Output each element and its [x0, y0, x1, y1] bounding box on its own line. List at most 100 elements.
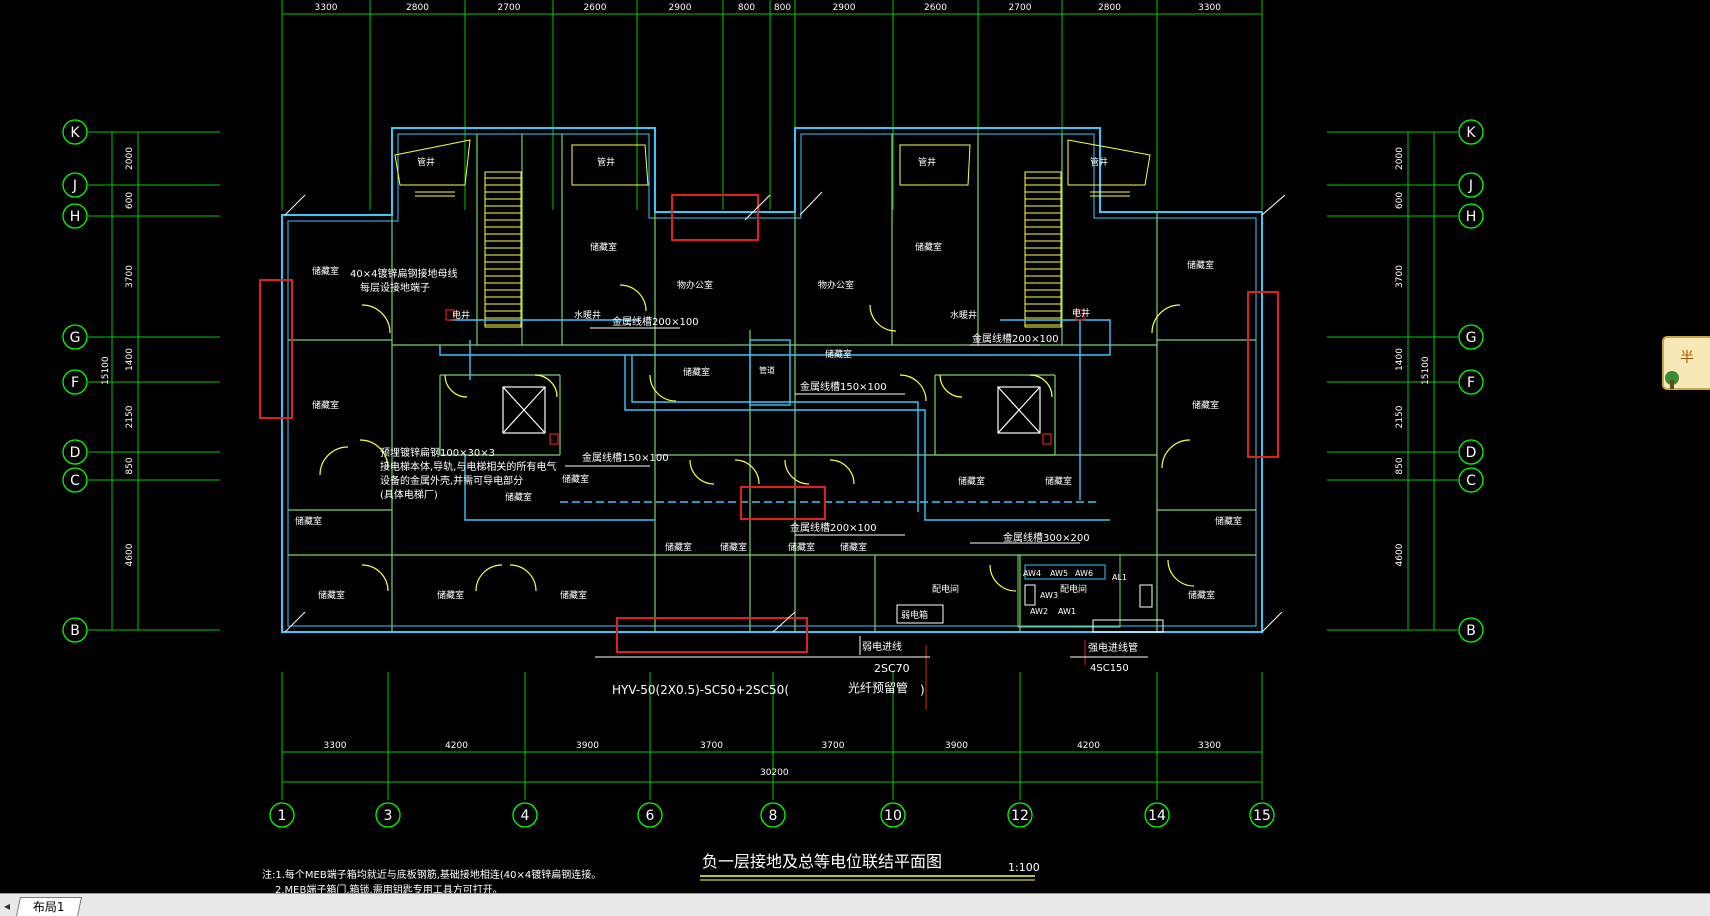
- total-width-dim: 30200: [760, 768, 789, 778]
- row-bubble-right: [1458, 203, 1484, 229]
- right-dim-label: 600: [1395, 192, 1405, 209]
- text-leaders: [565, 327, 1148, 658]
- row-axis-label-right: C: [1466, 473, 1476, 489]
- hyv-label: HYV-50(2X0.5)-SC50+2SC50(: [612, 683, 789, 697]
- row-bubble-left: [62, 119, 88, 145]
- tray-note-3: 金属线槽150×100: [800, 380, 887, 393]
- room-storage-19: 储藏室: [1187, 259, 1214, 271]
- room-shaft-3: 管井: [918, 156, 936, 168]
- row-bubble-left: [62, 467, 88, 493]
- row-axis-label-left: F: [71, 375, 79, 391]
- col-bubble: [269, 802, 295, 828]
- col-bubble: [760, 802, 786, 828]
- meb-terminals: [445, 309, 1085, 445]
- panel-al1: AL1: [1112, 573, 1127, 582]
- ground-leader-ticks: [284, 191, 1286, 710]
- stair-outline: [484, 171, 522, 328]
- room-weak-box: 弱电箱: [901, 609, 928, 621]
- row-axis-label-right: B: [1466, 623, 1476, 639]
- room-storage-3: 储藏室: [295, 515, 322, 527]
- col-axis-label: 14: [1148, 808, 1166, 824]
- room-shaft-1: 管井: [417, 156, 435, 168]
- room-storage-14: 储藏室: [840, 541, 867, 553]
- ground-note-b: 每层设接地端子: [360, 281, 430, 294]
- right-dim-label: 3700: [1395, 265, 1405, 288]
- stair-outline: [1024, 171, 1062, 328]
- col-bubble: [512, 802, 538, 828]
- row-axis-label-right: H: [1466, 209, 1477, 225]
- row-axis-label-right: K: [1466, 125, 1476, 141]
- room-office-1: 物办公室: [677, 279, 713, 291]
- drawing-title-block: 负一层接地及总等电位联结平面图 1:100: [700, 852, 1040, 881]
- room-storage-4: 储藏室: [318, 589, 345, 601]
- row-bubble-left: [62, 324, 88, 350]
- drawing-scale: 1:100: [1008, 861, 1040, 874]
- panel-aw6: AW6: [1075, 569, 1093, 578]
- left-dim-label: 2150: [125, 405, 135, 428]
- ground-note-f: (具体电梯厂): [380, 488, 438, 501]
- top-dim-label: 3300: [1198, 3, 1221, 13]
- sc70-label: 2SC70: [874, 662, 910, 675]
- room-labels: 储藏室 储藏室 储藏室 储藏室 储藏室 储藏室 储藏室 储藏室 储藏室 储藏室 …: [295, 156, 1242, 621]
- bottom-dim-label: 3700: [822, 741, 845, 751]
- room-storage-7: 储藏室: [590, 241, 617, 253]
- row-axis-label-left: B: [70, 623, 80, 639]
- tray-note-1: 金属线槽200×100: [612, 315, 699, 328]
- vent-shafts: [394, 139, 1151, 197]
- room-office-2: 物办公室: [818, 279, 854, 291]
- top-dim-label: 800: [774, 3, 791, 13]
- right-dim-label: 2150: [1395, 405, 1405, 428]
- room-water-2: 水暖井: [950, 309, 977, 321]
- door-swings: [319, 284, 1195, 592]
- room-pipe: 管道: [759, 365, 775, 375]
- row-bubble-right: [1458, 119, 1484, 145]
- panel-aw5: AW5: [1050, 569, 1068, 578]
- room-storage-16: 储藏室: [915, 241, 942, 253]
- top-dim-label: 2600: [924, 3, 947, 13]
- right-dim-label: 2000: [1395, 147, 1405, 170]
- room-storage-1: 储藏室: [312, 265, 339, 277]
- building-walls: [281, 127, 1263, 633]
- bottom-dim-label: 3900: [576, 741, 599, 751]
- room-electric-2: 电井: [1072, 307, 1090, 319]
- left-dim-label: 2000: [125, 147, 135, 170]
- tab-nav-arrow-icon[interactable]: ◂: [4, 899, 11, 913]
- panel-aw1: AW1: [1058, 607, 1076, 616]
- axis-gridlines: [88, 0, 1458, 800]
- app-stamp-icon[interactable]: 半: [1662, 336, 1710, 390]
- row-bubble-left: [62, 172, 88, 198]
- row-bubble-left: [62, 203, 88, 229]
- row-axis-label-right: J: [1468, 178, 1473, 194]
- left-dim-label: 600: [125, 192, 135, 209]
- tab-layout-1[interactable]: 布局1: [15, 897, 82, 916]
- bottom-dim-label: 4200: [1077, 741, 1100, 751]
- room-storage-17: 储藏室: [958, 475, 985, 487]
- tray-note-2: 金属线槽150×100: [582, 451, 669, 464]
- right-dim-label: 4600: [1395, 543, 1405, 566]
- row-axis-label-left: K: [70, 125, 80, 141]
- col-bubble: [1144, 802, 1170, 828]
- room-water-1: 水暖井: [574, 309, 601, 321]
- left-dim-label: 3700: [125, 265, 135, 288]
- room-storage-22: 储藏室: [1188, 589, 1215, 601]
- top-dim-label: 2800: [406, 3, 429, 13]
- ground-note-e: 设备的金属外壳,并需可导电部分: [380, 474, 523, 487]
- col-axis-label: 6: [646, 808, 655, 824]
- hyv-close-paren: ): [920, 683, 925, 697]
- general-note-2: 2.MEB端子箱门,箱锁,需用钥匙专用工具方可打开。: [275, 883, 503, 893]
- col-axis-label: 12: [1011, 808, 1029, 824]
- room-electric-1: 电井: [452, 309, 470, 321]
- panel-aw2: AW2: [1030, 607, 1048, 616]
- row-bubble-right: [1458, 172, 1484, 198]
- top-dim-label: 2900: [833, 3, 856, 13]
- col-axis-label: 15: [1253, 808, 1271, 824]
- top-dim-label: 3300: [315, 3, 338, 13]
- fiber-label: 光纤预留管: [848, 680, 908, 695]
- top-dim-label: 800: [738, 3, 755, 13]
- top-dim-label: 2700: [1009, 3, 1032, 13]
- stairwell-hatching: [484, 171, 1062, 328]
- room-shaft-4: 管井: [1090, 156, 1108, 168]
